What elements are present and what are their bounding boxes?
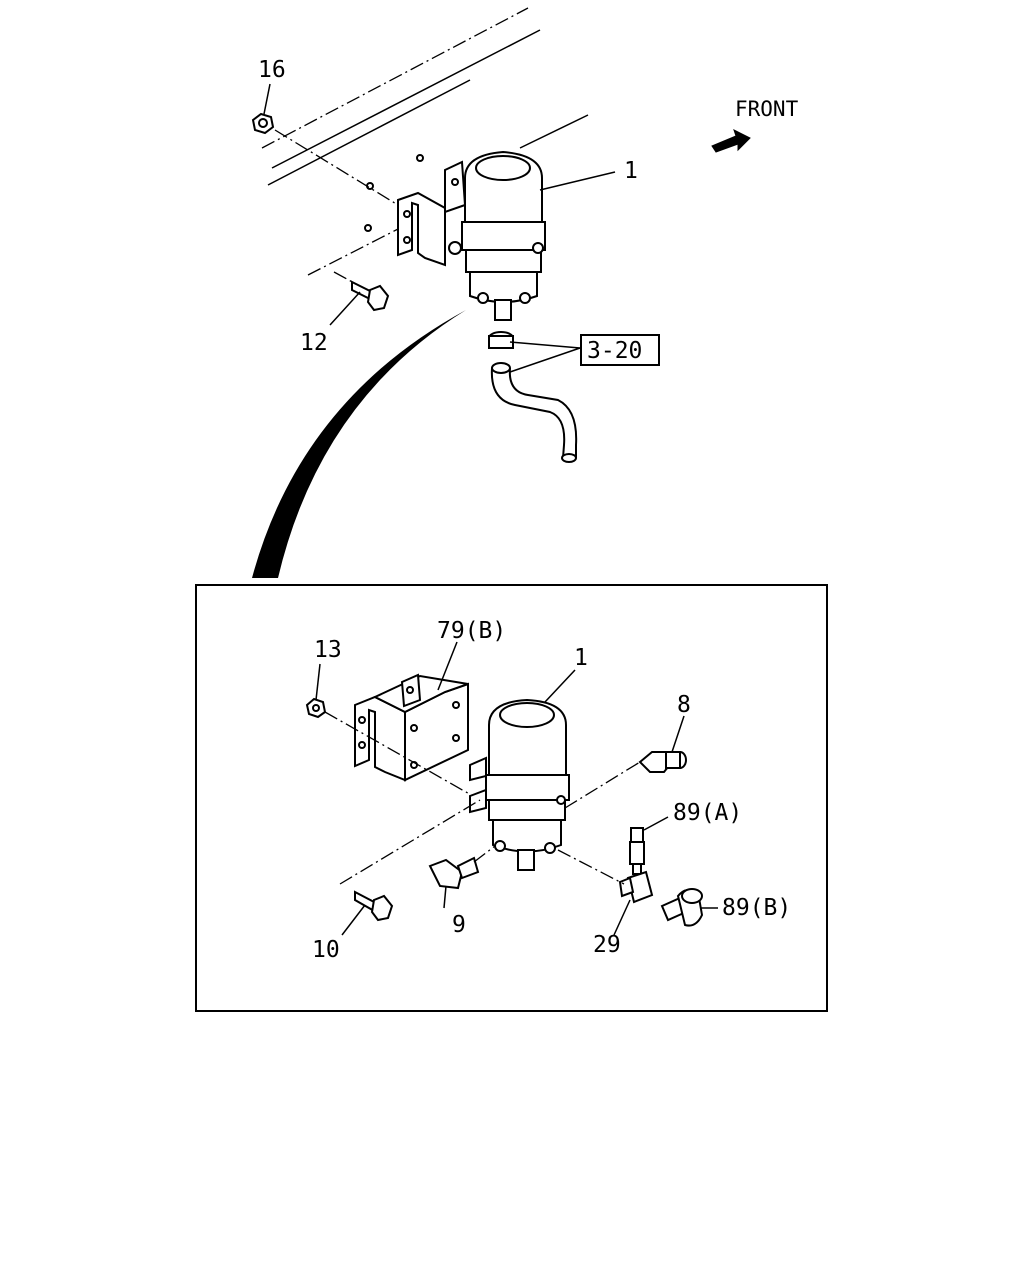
bolt-12[interactable] xyxy=(351,280,390,312)
callout-89b: 89(B) xyxy=(722,895,791,921)
bolt-10[interactable] xyxy=(354,890,394,922)
callout-ref: 3-20 xyxy=(587,338,642,364)
callout-9: 9 xyxy=(452,912,466,938)
callout-8: 8 xyxy=(677,692,691,718)
detail-frame xyxy=(195,584,828,1012)
front-arrow-icon xyxy=(711,129,751,153)
tee-fitting-29[interactable] xyxy=(618,870,654,904)
frame-rail xyxy=(261,7,589,276)
ref-box-3-20[interactable] xyxy=(580,334,660,366)
elbow-fitting-8[interactable] xyxy=(638,751,687,773)
air-dryer-detail[interactable] xyxy=(469,698,570,871)
nut-13[interactable] xyxy=(305,697,327,719)
front-label: FRONT xyxy=(735,97,799,121)
top-leaders xyxy=(263,83,616,373)
detail-leaders xyxy=(315,641,718,936)
mounting-bracket xyxy=(397,160,467,267)
callout-13: 13 xyxy=(314,637,342,663)
elbow-fitting-9[interactable] xyxy=(428,856,480,890)
callout-29: 29 xyxy=(593,932,621,958)
detail-connector xyxy=(252,310,466,578)
nut-16[interactable] xyxy=(251,112,275,135)
callout-89a: 89(A) xyxy=(673,800,742,826)
hose-fitting xyxy=(488,331,578,463)
air-dryer-top[interactable] xyxy=(448,150,546,321)
callout-1-detail: 1 xyxy=(574,645,588,671)
callout-1-top: 1 xyxy=(624,158,638,184)
detail-view: 13 79(B) 1 8 89(A) 89(B) 9 10 29 xyxy=(195,584,828,1012)
callout-79b: 79(B) xyxy=(437,618,506,644)
callout-12: 12 xyxy=(300,330,328,356)
callout-10: 10 xyxy=(312,937,340,963)
elbow-fitting-89b[interactable] xyxy=(660,888,704,927)
callout-16: 16 xyxy=(258,57,286,83)
top-view: 16 1 12 3-20 FRONT xyxy=(251,7,799,578)
fitting-89a[interactable] xyxy=(629,827,645,875)
bracket-79b[interactable] xyxy=(354,673,469,782)
